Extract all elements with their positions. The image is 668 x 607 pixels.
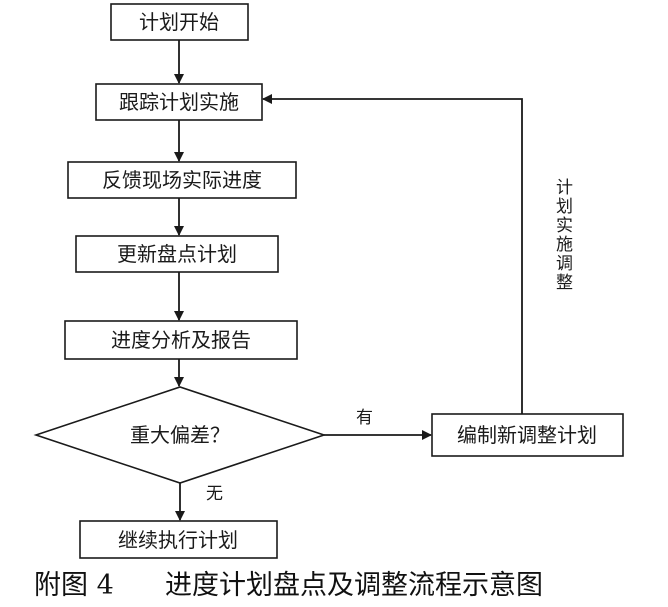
revise-box (431, 413, 624, 457)
caption-figure: 附图 4 (34, 570, 114, 601)
track-box (95, 83, 263, 121)
yes-label: 有 (356, 408, 373, 428)
feedback-label: 反馈现场实际进度 (102, 168, 262, 192)
start-label: 计划开始 (139, 10, 219, 34)
arrow-loop-back (262, 94, 523, 414)
decision-label: 重大偏差？ (130, 423, 230, 447)
loop-label: 计划实施调整 (552, 178, 573, 292)
track-label: 跟踪计划实施 (119, 90, 239, 114)
update-box (75, 235, 279, 273)
continue-box (79, 520, 278, 559)
analysis-label: 进度分析及报告 (111, 328, 251, 352)
continue-label: 继续执行计划 (118, 528, 238, 552)
no-label: 无 (206, 484, 223, 504)
revise-label: 编制新调整计划 (457, 423, 597, 447)
caption-title: 进度计划盘点及调整流程示意图 (165, 570, 543, 601)
start-box (110, 3, 249, 41)
feedback-box (67, 161, 297, 199)
update-label: 更新盘点计划 (117, 242, 237, 266)
analysis-box (64, 320, 298, 360)
